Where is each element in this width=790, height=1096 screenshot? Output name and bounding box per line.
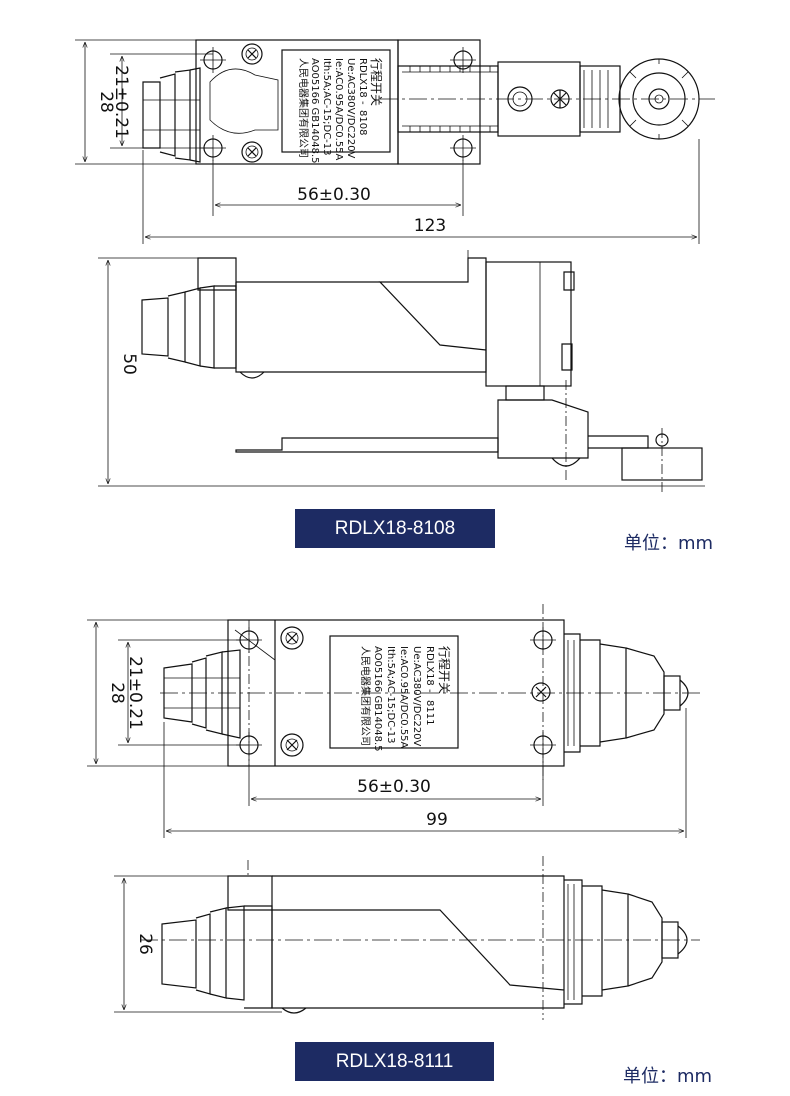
d2-top-screws — [280, 626, 551, 757]
d1-plate-model-code: 8108 — [357, 110, 368, 135]
d2-plate-model-code: 8111 — [424, 700, 435, 725]
d2-top-nameplate: 行程开关 RDLX18 - 8111 Ue:AC380V/DC220V Ie:A… — [329, 635, 459, 752]
d1-side-cable-gland — [141, 285, 237, 369]
d2-plate-ue: Ue:AC380V/DC220V — [411, 646, 422, 747]
d1-side-shaft — [505, 385, 545, 401]
d2-side-dim-height: 26 — [114, 875, 282, 1013]
d1-plate-title: 行程开关 — [369, 58, 384, 106]
d1-side-dim-height: 50 — [98, 257, 705, 487]
d2-plate-title: 行程开关 — [437, 646, 452, 694]
model-badge-8108: RDLX18-8108 — [295, 509, 495, 548]
d1-top-head — [397, 39, 481, 165]
d1-side-head — [485, 261, 572, 387]
d1-plate-model-line: RDLX18 - — [357, 58, 368, 105]
d1-top-dim-hole-spacing: 56±0.30 — [212, 160, 464, 216]
d1-plate-ue: Ue:AC380V/DC220V — [345, 58, 356, 159]
d2-top-dim-inner: 21±0.21 — [118, 639, 249, 746]
d2-side-cable-gland — [161, 905, 245, 1001]
d2-top-dim-height-label: 28 — [107, 682, 127, 704]
d1-side-foot — [239, 371, 265, 379]
d1-top-dim-height: 28 — [75, 39, 196, 165]
d1-top-mount-holes — [200, 47, 476, 161]
d1-top-dim-height-label: 28 — [96, 91, 116, 113]
d1-plate-maker: 人民电器集团有限公司 — [297, 58, 310, 158]
d1-side-lever-arm-right — [588, 435, 649, 449]
d1-top-cavity — [209, 68, 279, 134]
d1-plate-ie: Ie:AC0.95A/DC0.55A — [333, 58, 344, 161]
d1-top-dim-inner: 21±0.21 — [110, 53, 213, 149]
d1-plate-ith: Ith:5A;AC-15;DC-13 — [321, 58, 332, 156]
d2-side-body — [271, 875, 565, 1009]
unit-label-1: 单位：mm — [624, 533, 714, 554]
d1-plate-standard: AO05166 GB14048.5 — [309, 58, 320, 164]
d2-side-plunger-head — [564, 879, 688, 1005]
d2-plate-standard: AO05166 GB14048.5 — [372, 646, 383, 752]
d2-top-dim-total-length: 99 — [163, 708, 687, 838]
d2-side-foot — [281, 1007, 307, 1014]
d2-top-dim-height: 28 — [87, 619, 228, 767]
d2-side-view: 26 — [114, 856, 700, 1020]
d1-top-view: 行程开关 RDLX18 - 8108 Ue:AC380V/DC220V Ie:A… — [75, 39, 715, 244]
d1-side-top-tab — [197, 257, 237, 291]
d2-top-view: 行程开关 RDLX18 - 8111 Ue:AC380V/DC220V Ie:A… — [87, 604, 700, 838]
d2-plate-maker: 人民电器集团有限公司 — [359, 646, 372, 746]
d2-plate-ith: Ith:5A;AC-15;DC-13 — [385, 646, 396, 744]
d1-side-view: 50 — [98, 250, 705, 492]
unit-label-2: 单位：mm — [623, 1066, 713, 1087]
d2-top-dim-total-length-label: 99 — [426, 810, 448, 830]
d1-top-screws — [241, 43, 263, 163]
d1-top-dim-inner-label: 21±0.21 — [111, 65, 131, 139]
d1-side-body — [235, 257, 487, 373]
d1-side-lever-arm-left — [235, 437, 499, 453]
model-badge-8111: RDLX18-8111 — [295, 1042, 494, 1081]
d1-side-dim-height-label: 50 — [119, 353, 139, 375]
d2-plate-ie: Ie:AC0.95A/DC0.55A — [398, 646, 409, 749]
d2-top-dim-inner-label: 21±0.21 — [125, 656, 145, 730]
d1-side-lever-hub — [497, 399, 589, 459]
d1-top-dim-hole-spacing-label: 56±0.30 — [297, 185, 371, 205]
d2-plate-model-line: RDLX18 - — [424, 646, 435, 693]
d2-top-dim-hole-spacing: 56±0.30 — [248, 758, 544, 806]
d1-top-cable-gland — [142, 67, 201, 163]
d2-top-dim-hole-spacing-label: 56±0.30 — [357, 777, 431, 797]
d1-top-dim-total-length: 123 — [142, 139, 700, 244]
d1-top-dim-total-length-label: 123 — [414, 216, 446, 236]
d2-side-top-tab — [227, 875, 273, 911]
d1-top-nameplate: 行程开关 RDLX18 - 8108 Ue:AC380V/DC220V Ie:A… — [281, 49, 391, 164]
d2-side-dim-height-label: 26 — [135, 933, 155, 955]
